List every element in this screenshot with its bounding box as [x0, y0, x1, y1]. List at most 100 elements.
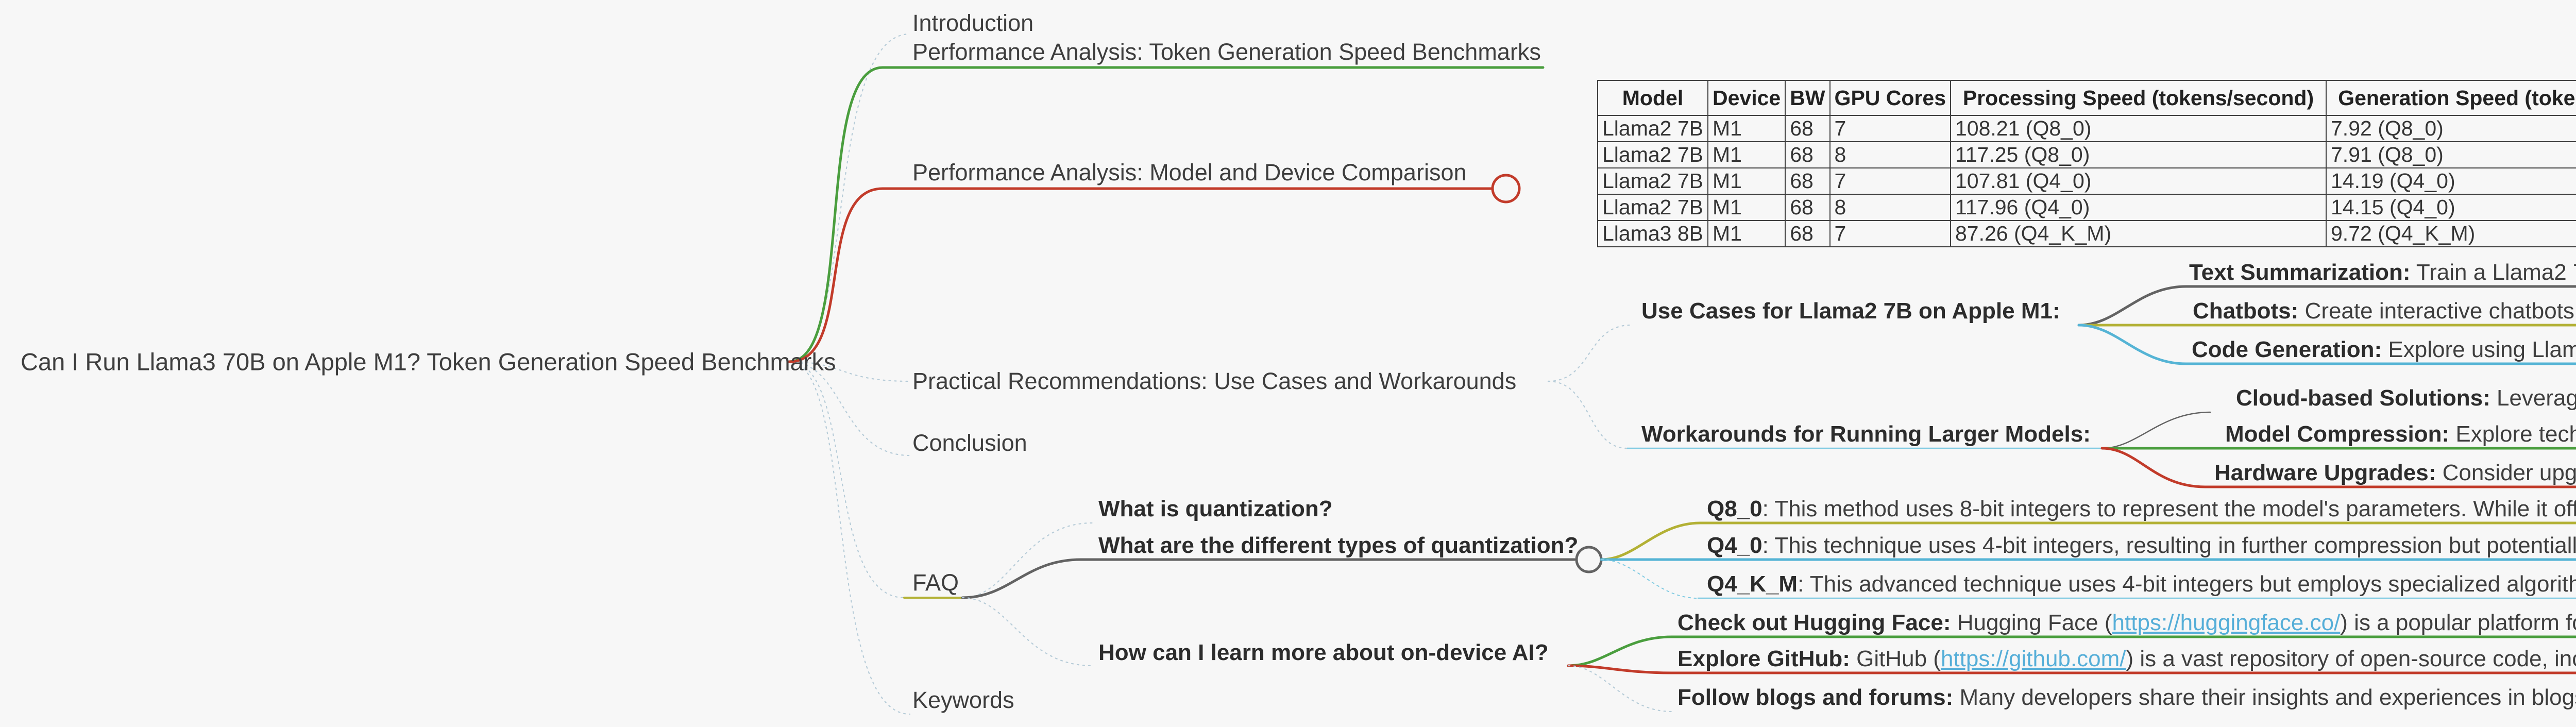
item-github: Explore GitHub: GitHub (https://github.c…	[1677, 646, 2576, 672]
table-cell: Llama2 7B	[1597, 194, 1709, 221]
item-model-compression-term: Model Compression:	[2225, 421, 2450, 447]
node-practical: Practical Recommendations: Use Cases and…	[912, 368, 1517, 394]
expander-circle-quantization-types[interactable]	[1575, 546, 1603, 573]
item-github-post: ) is a vast repository of open-source co…	[2126, 646, 2576, 671]
link-center-introduction	[788, 33, 911, 363]
link-underline-text-summarization	[2077, 285, 2576, 327]
table-header-cell: Model	[1597, 80, 1709, 116]
link-q4-k-m	[1601, 559, 1698, 599]
item-q8-0-desc: : This method uses 8-bit integers to rep…	[1762, 496, 2576, 521]
link-blogs-forums	[1567, 665, 1673, 713]
table-cell: 68	[1785, 115, 1831, 142]
table-cell: 14.19 (Q4_0)	[2326, 167, 2576, 195]
item-blogs-forums-desc: Many developers share their insights and…	[1959, 685, 2576, 710]
link-faq-learn-more	[961, 597, 1093, 667]
item-blogs-forums-term: Follow blogs and forums:	[1677, 685, 1954, 710]
table-cell: 14.15 (Q4_0)	[2326, 194, 2576, 221]
item-text-summarization: Text Summarization: Train a Llama2 7B mo…	[2189, 260, 2576, 285]
item-q8-0: Q8_0: This method uses 8-bit integers to…	[1707, 496, 2576, 522]
link-underline-hugging-face	[1567, 635, 2576, 667]
expander-circle-perf-model[interactable]	[1491, 174, 1521, 204]
label-what-is-quantization: What is quantization?	[1098, 496, 1333, 521]
link-practical-use-cases	[1547, 324, 1632, 382]
table-cell: Llama2 7B	[1597, 141, 1709, 168]
item-code-generation-term: Code Generation:	[2192, 337, 2382, 362]
item-chatbots-term: Chatbots:	[2193, 298, 2299, 324]
table-cell: Llama2 7B	[1597, 167, 1709, 195]
item-cloud-solutions-desc: Leverage cloud services like Google Cola…	[2496, 385, 2576, 411]
table-cell: M1	[1707, 167, 1786, 195]
label-use-cases: Use Cases for Llama2 7B on Apple M1:	[1641, 298, 2060, 324]
table-cell: Llama2 7B	[1597, 115, 1709, 142]
link-cloud-solutions	[2101, 411, 2211, 449]
table-cell: 68	[1785, 167, 1831, 195]
label-types-of-quantization: What are the different types of quantiza…	[1098, 533, 1579, 558]
link-center-keywords	[788, 361, 911, 715]
item-text-summarization-desc: Train a Llama2 7B model on a specific do…	[2416, 260, 2576, 285]
label-workarounds: Workarounds for Running Larger Models:	[1641, 421, 2091, 447]
link-center-faq	[788, 361, 905, 599]
node-perf-token: Performance Analysis: Token Generation S…	[912, 39, 1541, 65]
item-github-term: Explore GitHub:	[1677, 646, 1850, 671]
table-cell: 68	[1785, 194, 1831, 221]
table-cell: 87.26 (Q4_K_M)	[1950, 220, 2327, 247]
table-cell: 7	[1829, 167, 1952, 195]
table-cell: M1	[1707, 141, 1786, 168]
hugging-face-link[interactable]: https://huggingface.co/	[2112, 610, 2341, 635]
item-q4-0-desc: : This technique uses 4-bit integers, re…	[1762, 533, 2576, 558]
item-code-generation: Code Generation: Explore using Llama2 7B…	[2192, 337, 2576, 363]
github-link[interactable]: https://github.com/	[1940, 646, 2126, 671]
table-header-cell: GPU Cores	[1829, 80, 1952, 116]
table-cell: M1	[1707, 194, 1786, 221]
item-hugging-face-pre: Hugging Face (	[1951, 610, 2112, 635]
item-blogs-forums: Follow blogs and forums: Many developers…	[1677, 685, 2576, 711]
item-hardware-upgrades-desc: Consider upgrading to newer devices like…	[2442, 460, 2576, 485]
item-hardware-upgrades-term: Hardware Upgrades:	[2214, 460, 2436, 485]
item-q4-k-m-term: Q4_K_M	[1707, 571, 1798, 597]
item-hugging-face: Check out Hugging Face: Hugging Face (ht…	[1677, 610, 2576, 636]
item-github-pre: GitHub (	[1850, 646, 1941, 671]
node-introduction: Introduction	[912, 10, 1034, 36]
node-perf-model: Performance Analysis: Model and Device C…	[912, 159, 1467, 185]
label-learn-more: How can I learn more about on-device AI?	[1098, 640, 1549, 665]
item-q4-k-m: Q4_K_M: This advanced technique uses 4-b…	[1707, 571, 2576, 597]
item-model-compression: Model Compression: Explore techniques li…	[2225, 421, 2576, 447]
link-center-conclusion	[788, 361, 911, 457]
link-underline-q8-0	[1600, 521, 2576, 561]
item-q4-0-term: Q4_0	[1707, 533, 1762, 558]
item-chatbots: Chatbots: Create interactive chatbots wi…	[2193, 298, 2576, 324]
item-q8-0-term: Q8_0	[1707, 496, 1762, 521]
link-underline-types-of-quantization	[961, 558, 1576, 599]
table-cell: 107.81 (Q4_0)	[1950, 167, 2327, 195]
table-cell: 117.96 (Q4_0)	[1950, 194, 2327, 221]
table-cell: 7	[1829, 220, 1952, 247]
node-faq: FAQ	[912, 569, 959, 596]
item-hugging-face-post: ) is a popular platform for accessing an…	[2340, 610, 2576, 635]
node-keywords: Keywords	[912, 687, 1014, 713]
table-cell: 108.21 (Q8_0)	[1950, 115, 2327, 142]
link-underline-github	[1567, 664, 2576, 674]
table-header-cell: BW	[1785, 80, 1831, 116]
table-cell: 7.92 (Q8_0)	[2326, 115, 2576, 142]
item-cloud-solutions-term: Cloud-based Solutions:	[2236, 385, 2490, 411]
table-header-cell: Processing Speed (tokens/second)	[1950, 80, 2327, 116]
table-cell: 68	[1785, 141, 1831, 168]
item-cloud-solutions: Cloud-based Solutions: Leverage cloud se…	[2236, 385, 2576, 411]
link-center-perf-token	[788, 66, 1545, 363]
link-faq-what-is-quantization	[961, 522, 1093, 599]
table-cell: 9.72 (Q4_K_M)	[2326, 220, 2576, 247]
item-code-generation-desc: Explore using Llama2 7B for code generat…	[2388, 337, 2576, 362]
table-header-cell: Device	[1707, 80, 1786, 116]
item-text-summarization-term: Text Summarization:	[2189, 260, 2411, 285]
table-cell: 7	[1829, 115, 1952, 142]
link-practical-workarounds	[1547, 380, 1628, 449]
node-conclusion: Conclusion	[912, 430, 1027, 456]
